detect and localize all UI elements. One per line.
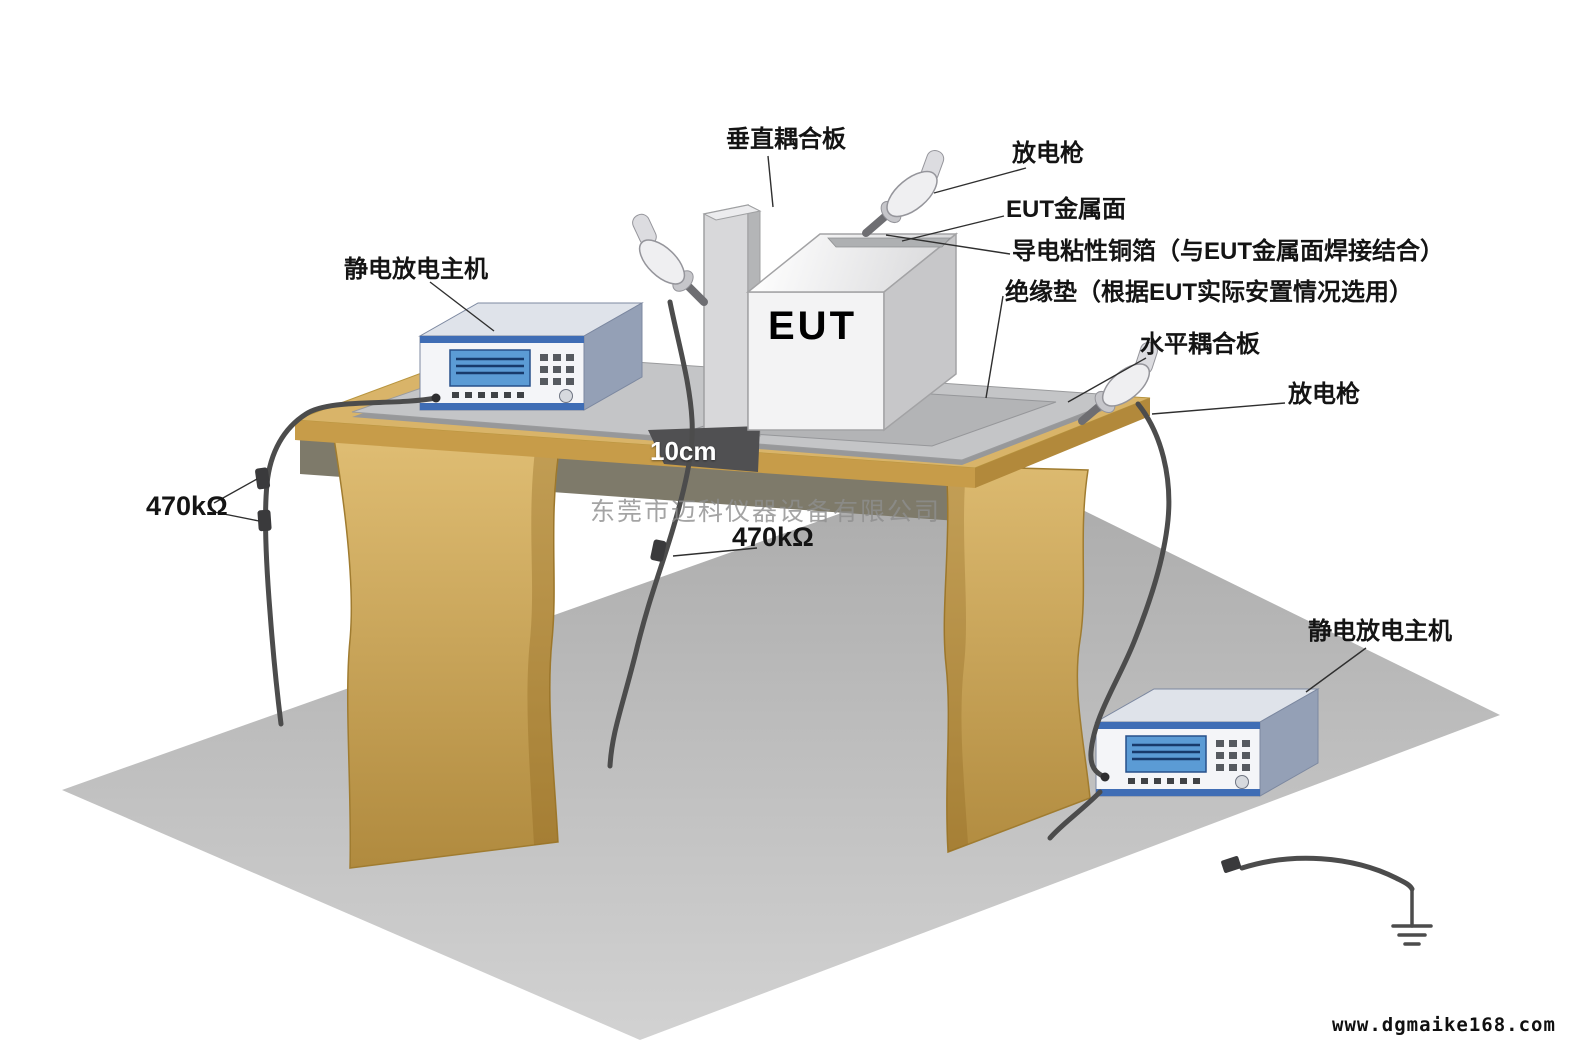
connector-left-unit	[431, 393, 441, 403]
lcd-screen	[1125, 735, 1207, 773]
eut-box	[745, 232, 959, 432]
lcd-screen	[449, 349, 531, 387]
ground-plug	[1221, 856, 1242, 873]
resistor-block-3	[650, 539, 667, 562]
watermark-text: 东莞市迈科仪器设备有限公司	[590, 498, 942, 526]
cables	[255, 299, 1415, 892]
discharge-gun-left	[632, 213, 708, 306]
label-esd-generator-right: 静电放电主机	[1308, 618, 1452, 645]
label-eut-metal-surface: EUT金属面	[1006, 196, 1126, 223]
cable-center-to-floor	[607, 299, 695, 769]
front-buttons	[452, 392, 524, 398]
label-eut: EUT	[768, 304, 857, 348]
cable-gun-to-right-unit	[1088, 401, 1172, 780]
gap-wedge	[648, 426, 760, 472]
esd-generator-right-unit	[1094, 688, 1320, 797]
label-discharge-gun-top: 放电枪	[1012, 140, 1084, 167]
knob	[559, 389, 573, 403]
keypad	[1216, 740, 1250, 771]
ground-plane	[62, 462, 1500, 1040]
label-resistor-left: 470kΩ	[146, 491, 228, 521]
website-url: www.dgmaike168.com	[1332, 1014, 1556, 1036]
label-discharge-gun-right: 放电枪	[1288, 381, 1360, 408]
discharge-gun-top	[862, 149, 945, 237]
label-horizontal-coupling-plate: 水平耦合板	[1140, 331, 1260, 358]
discharge-gun-right	[1078, 341, 1158, 425]
ground-symbol	[1391, 887, 1433, 946]
keypad	[540, 354, 574, 385]
resistor-block-1	[255, 467, 271, 490]
esd-generator-left-unit	[418, 302, 644, 411]
label-conductive-copper-foil: 导电粘性铜箔（与EUT金属面焊接结合）	[1012, 238, 1444, 265]
label-resistor-center: 470kΩ	[732, 522, 814, 552]
label-distance-10cm: 10cm	[650, 436, 717, 466]
label-insulation-pad: 绝缘垫（根据EUT实际安置情况选用）	[1005, 279, 1413, 306]
cable-right-unit-to-floor	[1047, 789, 1103, 841]
front-buttons	[1128, 778, 1200, 784]
label-vertical-coupling-plate: 垂直耦合板	[726, 126, 846, 153]
ground-cable	[1239, 855, 1415, 892]
resistor-block-2	[257, 509, 272, 532]
leader-lines	[213, 155, 1367, 693]
connector-right-unit	[1100, 772, 1110, 782]
knob	[1235, 775, 1249, 789]
label-esd-generator-left: 静电放电主机	[344, 256, 488, 283]
